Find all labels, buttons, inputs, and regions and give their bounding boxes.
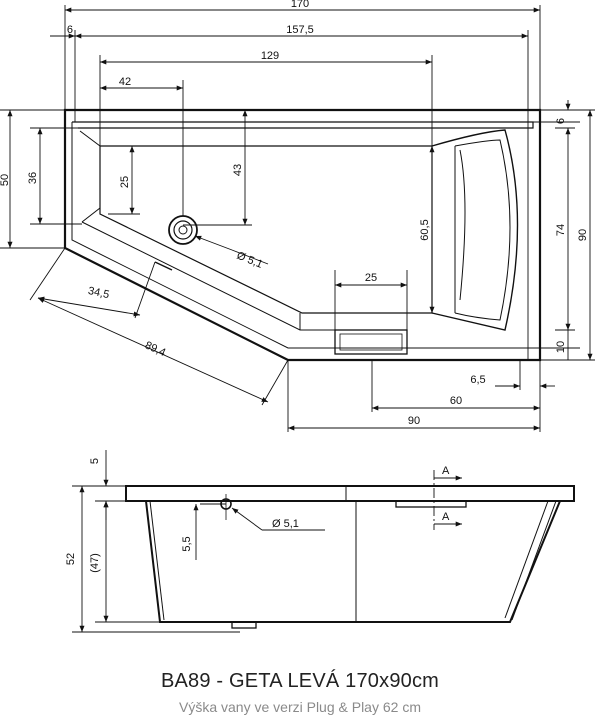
side-dimensions bbox=[72, 450, 462, 633]
dim-right-corner: 6,5 bbox=[470, 374, 485, 386]
dim-total-length: 170 bbox=[291, 0, 309, 10]
tub-outline bbox=[63, 108, 542, 362]
side-view bbox=[125, 485, 575, 629]
dim-left-rim: 6 bbox=[67, 24, 73, 36]
top-view bbox=[63, 108, 542, 362]
dim-straight-front: 60 bbox=[450, 395, 462, 407]
dim-inner-height: (47) bbox=[89, 553, 101, 573]
drain-symbol bbox=[168, 215, 198, 245]
dim-rim-height: 5 bbox=[89, 458, 101, 464]
dim-drain-height: 5,5 bbox=[181, 536, 193, 551]
dim-left-outer-depth: 50 bbox=[0, 174, 11, 186]
dim-total-height: 52 bbox=[65, 553, 77, 565]
dim-side-drain-diameter: Ø 5,1 bbox=[272, 518, 299, 530]
basin-outline bbox=[99, 145, 433, 314]
overflow-box bbox=[334, 329, 408, 355]
dim-left-depth: 36 bbox=[27, 172, 39, 184]
dim-basin-head-depth: 25 bbox=[119, 176, 131, 188]
top-labels: 170 157,5 6 129 42 50 36 25 43 Ø 5,1 60,… bbox=[0, 0, 589, 427]
dim-basin-length: 129 bbox=[261, 50, 279, 62]
dim-inner-length: 157,5 bbox=[286, 24, 314, 36]
dim-drain-offset-x: 42 bbox=[119, 76, 131, 88]
dim-right-rim: 6 bbox=[555, 118, 567, 124]
backrest bbox=[431, 129, 519, 331]
dim-slant-short: 34,5 bbox=[87, 285, 110, 301]
dim-inner-depth: 74 bbox=[555, 224, 567, 236]
dim-basin-depth: 60,5 bbox=[419, 219, 431, 240]
dim-bottom-rim: 10 bbox=[555, 341, 567, 353]
dim-slant-long: 89,4 bbox=[143, 339, 167, 359]
side-labels: 5 52 (47) 5,5 Ø 5,1 A A bbox=[65, 458, 450, 573]
model-title: BA89 - GETA LEVÁ 170x90cm bbox=[160, 670, 440, 692]
side-rim bbox=[125, 485, 575, 502]
top-dimensions bbox=[0, 5, 595, 432]
tub-inner-rim bbox=[72, 121, 534, 129]
dim-overflow-width: 25 bbox=[365, 272, 377, 284]
dim-drain-diameter: Ø 5,1 bbox=[235, 250, 264, 271]
section-a-bottom-label: A bbox=[442, 511, 450, 523]
dim-front-total: 90 bbox=[408, 415, 420, 427]
dim-drain-offset-y: 43 bbox=[232, 164, 244, 176]
side-body bbox=[145, 500, 561, 623]
height-note: Výška vany ve verzi Plug & Play 62 cm bbox=[179, 699, 421, 715]
side-overflow bbox=[395, 500, 467, 508]
dim-total-width: 90 bbox=[577, 229, 589, 241]
section-a-top-label: A bbox=[442, 465, 450, 477]
